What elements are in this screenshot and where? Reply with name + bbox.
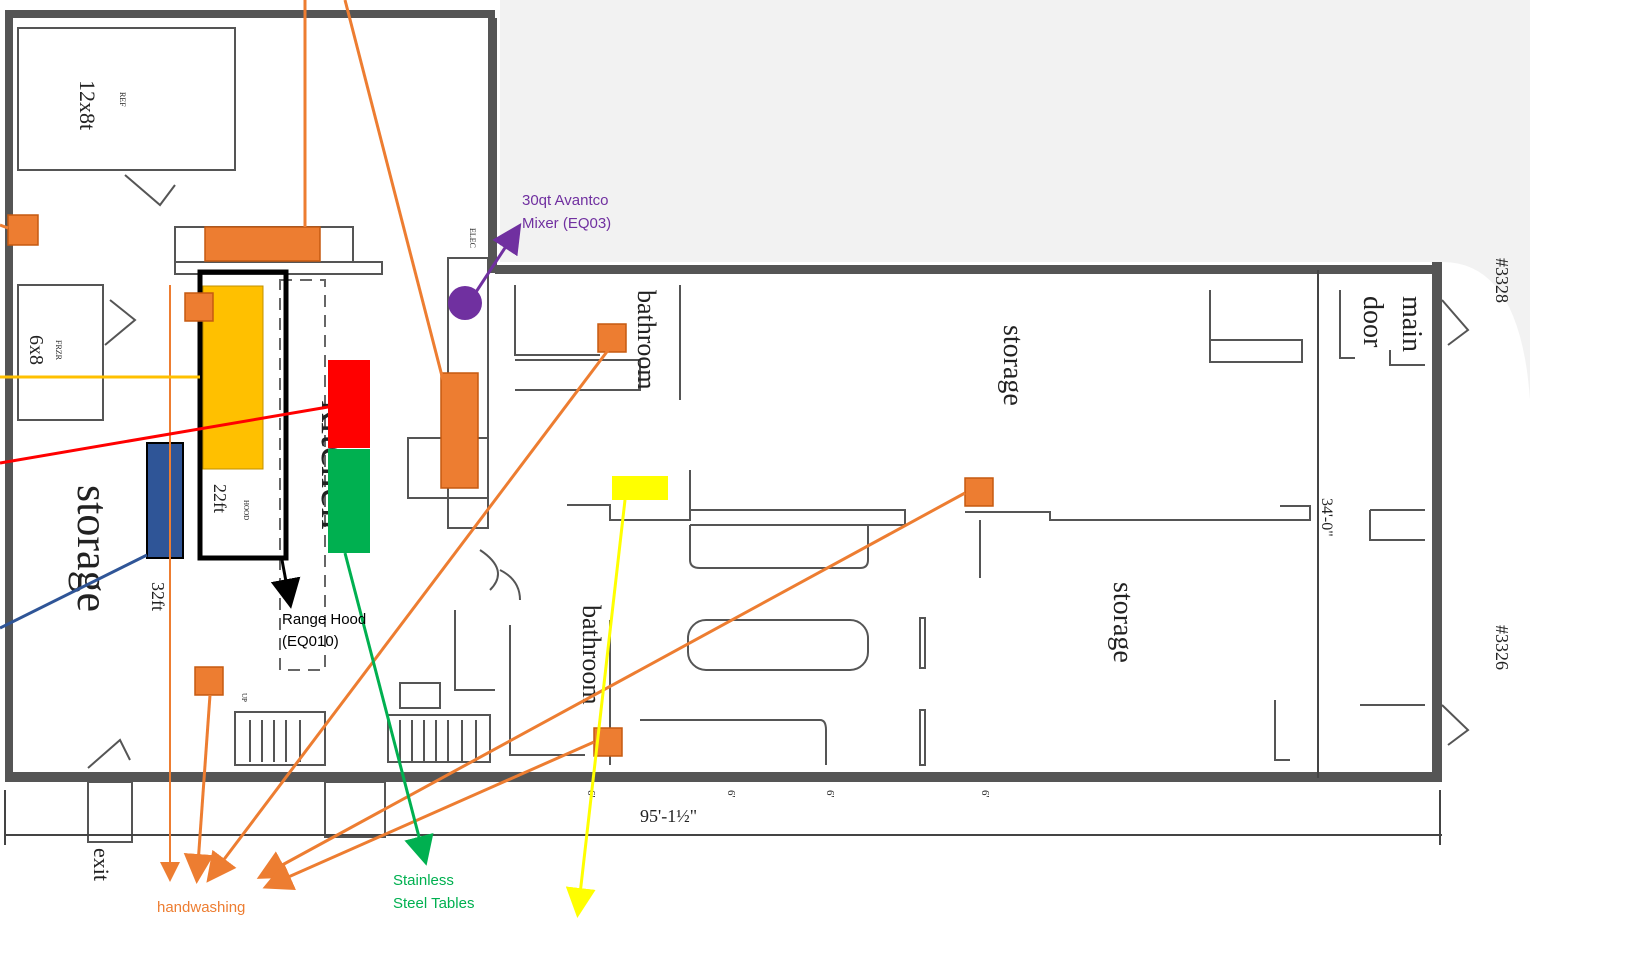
mixer-marker[interactable] bbox=[448, 286, 482, 320]
leader-lines bbox=[0, 0, 966, 918]
handwashing-arrow bbox=[262, 740, 595, 891]
handwashing-sink[interactable] bbox=[7, 214, 39, 246]
bathroom-upper-label: bathroom bbox=[632, 290, 661, 390]
elec-label: ELEC bbox=[468, 228, 477, 248]
freezer-tag-label: FRZR bbox=[54, 340, 63, 361]
bathroom-lower-label: bathroom bbox=[577, 605, 606, 705]
mixer-annotation-line2: Mixer (EQ03) bbox=[522, 215, 611, 232]
address-top: #3328 bbox=[1492, 258, 1512, 303]
handwashing-arrow bbox=[256, 491, 966, 879]
freezer-size-label: 6x8 bbox=[25, 335, 47, 365]
main-door-label-2: door bbox=[1357, 296, 1388, 348]
stainless-steel-tables[interactable] bbox=[328, 449, 370, 553]
hood-tag-label: HOOD bbox=[242, 500, 250, 520]
building-walls bbox=[5, 10, 1442, 782]
yellow-arrow bbox=[565, 499, 627, 918]
address-bottom: #3326 bbox=[1492, 625, 1512, 670]
exit-label: exit bbox=[89, 848, 114, 881]
tick-label: 6' bbox=[979, 790, 991, 798]
mixer-annotation-line1: 30qt Avantco bbox=[522, 192, 608, 209]
main-door-label-1: main bbox=[1396, 296, 1427, 352]
blue-leader bbox=[0, 553, 148, 630]
handwashing-sink[interactable] bbox=[440, 372, 479, 489]
handwashing-sink[interactable] bbox=[184, 292, 214, 322]
line-length-label: 32ft bbox=[148, 582, 168, 611]
mixer-arrow bbox=[474, 222, 522, 293]
handwashing-arrow bbox=[206, 344, 614, 883]
handwashing-leader bbox=[343, 0, 445, 381]
handwashing-sink[interactable] bbox=[964, 477, 994, 507]
handwashing-sink[interactable] bbox=[204, 226, 321, 262]
red-equipment[interactable] bbox=[328, 360, 370, 448]
red-leader bbox=[0, 405, 329, 465]
ref-size-label: 12x8t bbox=[75, 80, 100, 130]
tick-label: 6' bbox=[824, 790, 836, 798]
storage-left-label: storage bbox=[68, 485, 117, 612]
tables-annotation-line1: Stainless bbox=[393, 872, 454, 889]
handwashing-leader bbox=[0, 223, 9, 230]
storage-upper-label: storage bbox=[997, 325, 1028, 406]
handwashing-annotation: handwashing bbox=[157, 899, 245, 916]
ref-tag-label: REF bbox=[118, 92, 127, 107]
yellow-equipment[interactable] bbox=[612, 476, 668, 500]
tick-label: 6' bbox=[725, 790, 737, 798]
handwashing-sink[interactable] bbox=[597, 323, 627, 353]
masked-area bbox=[500, 0, 1530, 400]
length-dimension: 95'-1½" bbox=[640, 806, 697, 826]
handwashing-arrow bbox=[183, 694, 214, 884]
range-hood-arrow bbox=[270, 559, 301, 609]
tables-arrow bbox=[343, 552, 434, 866]
up-label: UP bbox=[240, 693, 248, 702]
width-dimension: 34'-0" bbox=[1318, 498, 1335, 537]
hood-length-label: 22ft bbox=[210, 484, 230, 513]
storage-lower-label: storage bbox=[1107, 582, 1138, 663]
range-hood-annotation-line1: Range Hood bbox=[282, 611, 366, 628]
tables-annotation-line2: Steel Tables bbox=[393, 895, 474, 912]
range-hood-annotation-line2: (EQ010) bbox=[282, 633, 339, 650]
blue-equipment[interactable] bbox=[146, 442, 184, 559]
handwashing-sink[interactable] bbox=[194, 666, 224, 696]
